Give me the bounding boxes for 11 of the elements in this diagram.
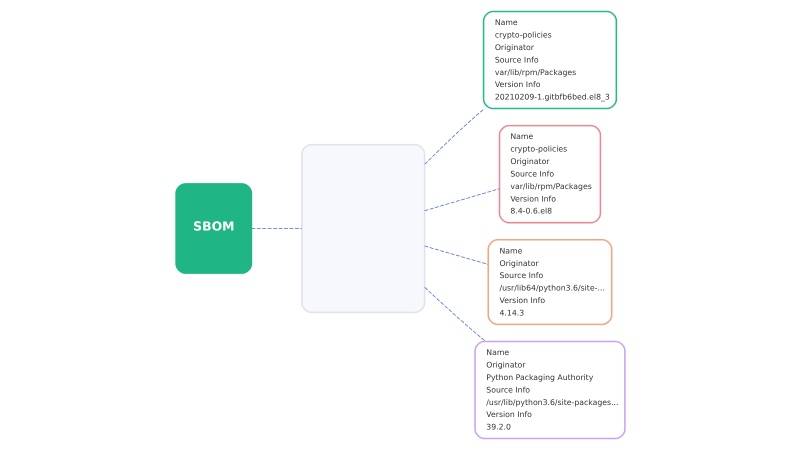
connector <box>424 246 488 265</box>
node-box: SBOM <box>174 183 252 274</box>
node-box: Name crypto-policies Originator Source Info var/lib/rpm/Packages Version Info 8.4-0.6.el8 <box>498 124 601 224</box>
node-box: Name Originator Python Packaging Authority Source Info /usr/lib/python3.6/site-packages... Version Info 39.2.0 <box>474 340 626 440</box>
connector <box>424 286 486 342</box>
connector <box>250 228 302 229</box>
node-box: Name Originator Source Info /usr/lib64/python3.6/site-... Version Info 4.14.3 <box>486 238 612 326</box>
connector <box>424 108 484 165</box>
connector <box>424 188 500 212</box>
node-box <box>300 144 425 314</box>
node-box: Name crypto-policies Originator Source Info var/lib/rpm/Packages Version Info 20210209-1.gitbfb6bed.el8_3 <box>482 10 617 110</box>
